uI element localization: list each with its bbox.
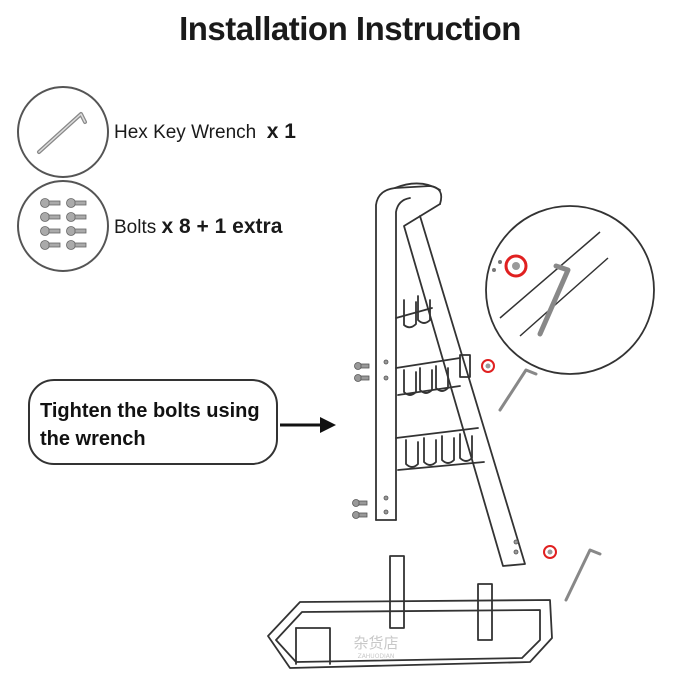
arrow-right-icon bbox=[280, 417, 336, 433]
watermark: 杂货店 ZAHUODIAN bbox=[353, 634, 399, 660]
callout-line-2: the wrench bbox=[40, 428, 146, 450]
hex-key-icon bbox=[498, 368, 538, 412]
base-tray bbox=[267, 555, 553, 669]
instruction-callout: Tighten the bolts using the wrench bbox=[28, 379, 278, 465]
bolts-label: Bolts x 8 + 1 extra bbox=[114, 215, 283, 238]
bolts-icon bbox=[17, 180, 109, 272]
frame-bolts bbox=[352, 359, 519, 555]
hex-key-icon bbox=[564, 548, 602, 602]
callout-line-1: Tighten the bolts using bbox=[40, 400, 260, 422]
hex-key-label: Hex Key Wrench x 1 bbox=[114, 120, 296, 143]
zoom-detail bbox=[485, 205, 655, 375]
hex-key-icon bbox=[17, 86, 109, 178]
lower-hooks bbox=[395, 427, 485, 471]
diagonal-arm bbox=[403, 203, 526, 567]
highlight-bolt-2 bbox=[543, 545, 557, 559]
highlight-bolt-1 bbox=[481, 359, 495, 373]
page-title: Installation Instruction bbox=[179, 10, 521, 47]
upper-hooks bbox=[395, 295, 433, 329]
middle-hooks bbox=[395, 354, 471, 396]
